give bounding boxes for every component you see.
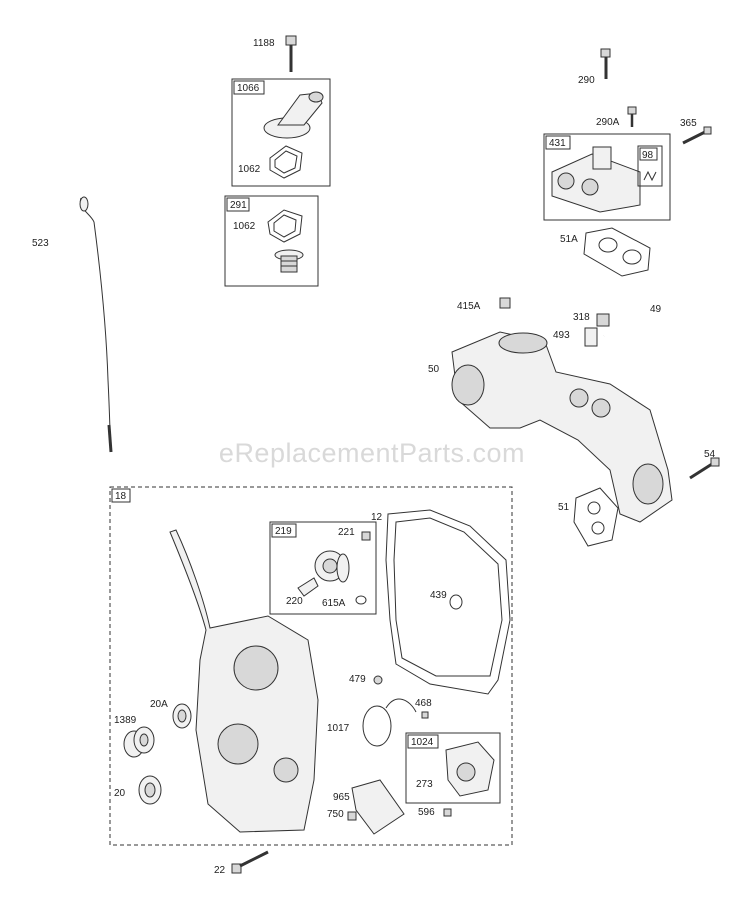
group-box-291 xyxy=(224,195,319,287)
part-415A-plug[interactable] xyxy=(499,297,511,309)
part-750-screw[interactable] xyxy=(347,811,357,821)
group-box-98 xyxy=(637,145,663,187)
callout-1188: 1188 xyxy=(253,38,275,49)
part-1024-oil-pump[interactable] xyxy=(445,741,495,797)
callout-12: 12 xyxy=(371,512,383,523)
callout-523: 523 xyxy=(32,238,49,249)
callout-750: 750 xyxy=(327,809,344,820)
part-20A-seal[interactable] xyxy=(172,703,192,729)
part-615A-washer[interactable] xyxy=(355,595,367,605)
callout-54: 54 xyxy=(704,449,716,460)
part-1066-thermostat-housing[interactable] xyxy=(263,91,324,139)
box-label-frame-18 xyxy=(111,488,131,503)
part-291-thermostat[interactable] xyxy=(274,249,304,273)
part-290-screw[interactable] xyxy=(600,48,611,79)
watermark-text: eReplacementParts.com xyxy=(219,438,525,468)
group-box-1024 xyxy=(405,732,501,804)
callout-290A: 290A xyxy=(596,117,620,128)
part-54-bolt[interactable] xyxy=(689,457,720,480)
callout-220: 220 xyxy=(286,596,303,607)
part-22-bolt[interactable] xyxy=(231,850,269,874)
callout-290: 290 xyxy=(578,75,595,86)
callout-273: 273 xyxy=(416,779,433,790)
callout-1062-upper: 1062 xyxy=(238,164,261,175)
callout-219: 219 xyxy=(275,526,292,537)
part-479-screw[interactable] xyxy=(373,675,383,685)
callout-479: 479 xyxy=(349,674,366,685)
callout-1066: 1066 xyxy=(237,83,260,94)
callout-493: 493 xyxy=(553,330,570,341)
callout-1389: 1389 xyxy=(114,715,137,726)
group-box-431 xyxy=(543,133,671,221)
part-12-gasket[interactable] xyxy=(385,509,511,695)
callout-20A: 20A xyxy=(150,699,168,710)
part-318-fitting[interactable] xyxy=(596,313,610,327)
part-365-screw[interactable] xyxy=(682,126,712,145)
callout-291: 291 xyxy=(230,200,247,211)
callout-365: 365 xyxy=(680,118,697,129)
callout-50: 50 xyxy=(428,364,440,375)
part-1188-bolt[interactable] xyxy=(285,35,297,72)
part-20-seal[interactable] xyxy=(138,775,162,805)
part-98-spring[interactable] xyxy=(643,170,657,182)
part-221-bolt[interactable] xyxy=(361,531,371,541)
callout-1024: 1024 xyxy=(411,737,434,748)
callout-431: 431 xyxy=(549,138,566,149)
part-1017-pickup-tube[interactable] xyxy=(362,698,417,747)
box-label-frame-219 xyxy=(271,523,297,538)
callout-22: 22 xyxy=(214,865,226,876)
callout-1062-lower: 1062 xyxy=(233,221,256,232)
part-1062-gasket-upper[interactable] xyxy=(269,145,303,179)
part-50-manifold[interactable] xyxy=(451,331,673,523)
callout-965: 965 xyxy=(333,792,350,803)
part-49-hose[interactable] xyxy=(603,320,662,352)
part-220-lever[interactable] xyxy=(297,577,319,597)
part-493-clamp[interactable] xyxy=(584,327,598,347)
callout-1017: 1017 xyxy=(327,723,350,734)
box-label-frame-98 xyxy=(639,147,658,161)
callout-98: 98 xyxy=(642,150,654,161)
group-box-18 xyxy=(109,486,513,846)
callout-615A: 615A xyxy=(322,598,346,609)
callout-596: 596 xyxy=(418,807,435,818)
callout-415A: 415A xyxy=(457,301,481,312)
callout-49: 49 xyxy=(650,304,662,315)
group-box-219 xyxy=(269,521,377,615)
group-box-1066 xyxy=(231,78,331,187)
box-label-frame-291 xyxy=(226,197,250,212)
part-965-cover[interactable] xyxy=(351,779,405,835)
part-468-plug[interactable] xyxy=(421,711,429,719)
part-431-adapter[interactable] xyxy=(551,146,641,213)
part-51-gasket[interactable] xyxy=(573,487,619,547)
box-label-frame-1024 xyxy=(407,734,439,749)
callout-318: 318 xyxy=(573,312,590,323)
callout-439: 439 xyxy=(430,590,447,601)
part-439-seal[interactable] xyxy=(449,594,463,610)
callout-51: 51 xyxy=(558,502,570,513)
part-596-screw[interactable] xyxy=(443,808,452,817)
part-51A-gasket[interactable] xyxy=(583,227,651,277)
part-1389-bearing[interactable] xyxy=(123,726,155,758)
part-290A-screw[interactable] xyxy=(627,106,637,127)
part-523-dipstick[interactable] xyxy=(79,196,113,453)
callout-20: 20 xyxy=(114,788,126,799)
callout-468: 468 xyxy=(415,698,432,709)
callout-51A: 51A xyxy=(560,234,578,245)
part-1062-gasket-lower[interactable] xyxy=(267,209,303,243)
part-18-crankcase-cover[interactable] xyxy=(169,529,319,833)
box-label-frame-1066 xyxy=(233,80,265,95)
box-label-frame-431 xyxy=(545,135,571,150)
part-219-governor-gear[interactable] xyxy=(314,550,350,583)
callout-221: 221 xyxy=(338,527,355,538)
callout-18: 18 xyxy=(115,491,127,502)
